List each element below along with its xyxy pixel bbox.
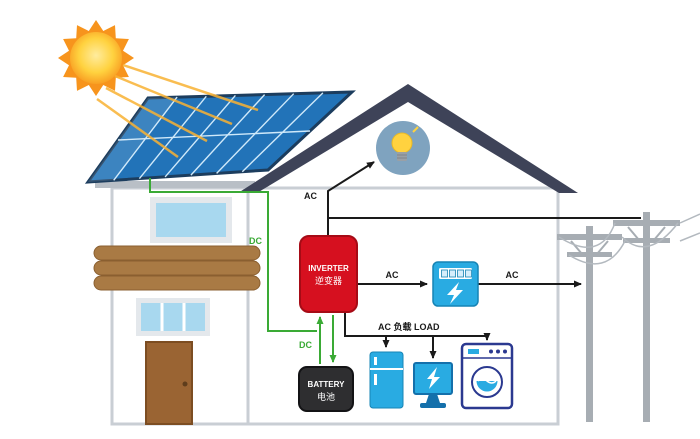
dc-wiring: [149, 178, 337, 364]
monitor-base: [420, 403, 446, 408]
panel-sheen: [88, 96, 207, 182]
label-dc-panel: DC: [249, 236, 262, 246]
fridge-handle-top: [374, 357, 377, 365]
inverter-box: INVERTER 逆变器: [299, 235, 358, 313]
washer-wave: [477, 378, 497, 384]
battery-label-en: BATTERY: [308, 380, 346, 389]
flow-labels: AC AC AC AC 负载 LOAD DC DC: [249, 191, 519, 350]
dc-line-panel-to-inverter: [149, 178, 317, 332]
label-dc-battery: DC: [299, 340, 312, 350]
utility-pole-icon: [557, 212, 700, 422]
pole-near: [586, 226, 593, 422]
solar-panel-icon: [84, 90, 356, 184]
fridge-handle-bottom: [374, 374, 377, 385]
label-ac-meter: AC: [386, 270, 399, 280]
inverter-label-zh: 逆变器: [315, 275, 342, 286]
label-ac-grid: AC: [506, 270, 519, 280]
pole-far: [643, 212, 650, 422]
door-handle: [182, 381, 188, 387]
upper-window-glass: [156, 203, 226, 237]
washing-machine-icon: [460, 342, 514, 410]
electric-meter-icon: [432, 261, 479, 307]
power-wires: [558, 213, 700, 265]
sun-core: [70, 32, 122, 84]
washer-display: [468, 349, 479, 354]
sun-beams: [96, 63, 259, 159]
pole-far-crossarm2: [623, 238, 670, 243]
refrigerator-icon: [369, 351, 404, 409]
inverter-label-en: INVERTER: [308, 264, 349, 273]
label-ac-bulb: AC: [304, 191, 317, 201]
bulb-base: [397, 152, 407, 161]
annex-flat-roof: [95, 181, 255, 188]
pole-near-crossarm: [557, 234, 622, 240]
washer-knob: [489, 349, 493, 354]
label-ac-load: AC 负载 LOAD: [378, 321, 440, 332]
sun-icon: [58, 20, 134, 96]
wood-beams: [93, 245, 261, 291]
meter-digits: [441, 269, 472, 278]
annex-details: [93, 197, 261, 425]
lower-window-glass: [141, 303, 205, 331]
wood-beam: [93, 275, 261, 291]
battery-box: BATTERY 电池: [298, 366, 354, 412]
meter-bolt-icon: [447, 282, 463, 304]
pole-far-crossarm: [613, 220, 680, 226]
ac-line-to-bulb: [327, 161, 375, 236]
inverter-body: [299, 235, 358, 313]
ac-load-bus: [344, 312, 487, 337]
ac-wiring: [327, 161, 641, 359]
pole-near-crossarm2: [567, 252, 612, 257]
monitor-bolt-icon: [427, 367, 440, 389]
computer-monitor-icon: [413, 362, 453, 408]
battery-label-zh: 电池: [317, 391, 335, 402]
wood-beam: [93, 245, 261, 261]
wood-beam: [93, 260, 261, 276]
washer-knob: [503, 349, 507, 354]
battery-body: [298, 366, 354, 412]
washer-knob: [496, 349, 500, 354]
roof: [238, 84, 578, 193]
monitor-stand: [426, 394, 440, 403]
bulb-glass: [391, 132, 413, 154]
fridge-body: [369, 351, 404, 409]
light-bulb-icon: [376, 121, 430, 175]
bulb-sparkle: [412, 126, 419, 133]
